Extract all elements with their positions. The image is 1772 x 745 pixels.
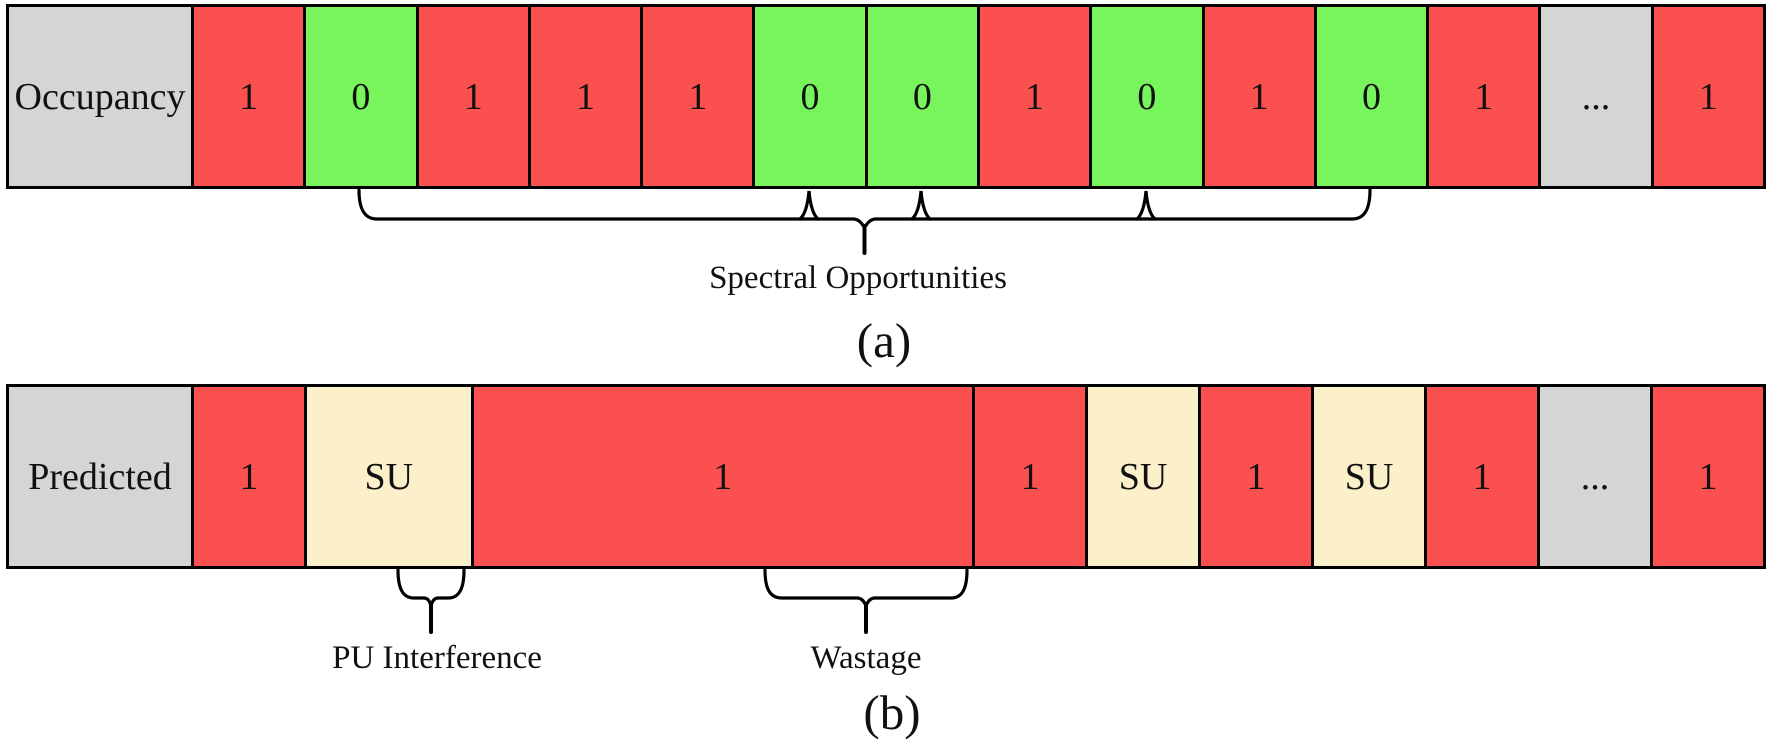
occupancy-cell: 1 [1650, 7, 1763, 186]
predicted-cell: 1 [191, 387, 304, 566]
predicted-cell: SU [1311, 387, 1425, 566]
predicted-cell: 1 [1198, 387, 1312, 566]
spectral-opportunities-label: Spectral Opportunities [709, 260, 1007, 296]
spectral-brace [357, 188, 1372, 232]
occupancy-cell: 1 [527, 7, 641, 186]
occupancy-cell: 1 [191, 7, 304, 186]
occupancy-cell: 1 [640, 7, 753, 186]
predicted-cell: SU [1085, 387, 1199, 566]
occupancy-cell: 1 [976, 7, 1090, 186]
predicted-cell: 1 [1424, 387, 1538, 566]
subfigure-a-label: (a) [856, 313, 912, 368]
occupancy-row-label: Occupancy [9, 7, 191, 186]
occupancy-cell: 0 [1313, 7, 1427, 186]
occupancy-cell: 0 [1089, 7, 1202, 186]
spectral-brace-tick [1135, 190, 1157, 221]
occupancy-cell: ... [1538, 7, 1651, 186]
predicted-cell: 1 [1650, 387, 1764, 566]
wastage-label: Wastage [810, 640, 922, 676]
predicted-cell: 1 [470, 387, 973, 566]
spectral-brace-tick [798, 190, 820, 221]
predicted-row-label: Predicted [9, 387, 191, 566]
predicted-cell: ... [1537, 387, 1651, 566]
pu-interference-brace [396, 568, 466, 607]
occupancy-cell: 0 [864, 7, 977, 186]
wastage-brace [763, 568, 969, 611]
occupancy-cell: 0 [752, 7, 865, 186]
occupancy-cell: 1 [415, 7, 528, 186]
occupancy-cell: 1 [1426, 7, 1539, 186]
occupancy-cell: 1 [1201, 7, 1314, 186]
pu-interference-label: PU Interference [332, 640, 542, 676]
subfigure-b-label: (b) [863, 685, 921, 740]
occupancy-cell: 0 [303, 7, 416, 186]
spectral-brace-tick [910, 190, 932, 221]
predicted-cell: SU [304, 387, 471, 566]
predicted-cell: 1 [972, 387, 1086, 566]
